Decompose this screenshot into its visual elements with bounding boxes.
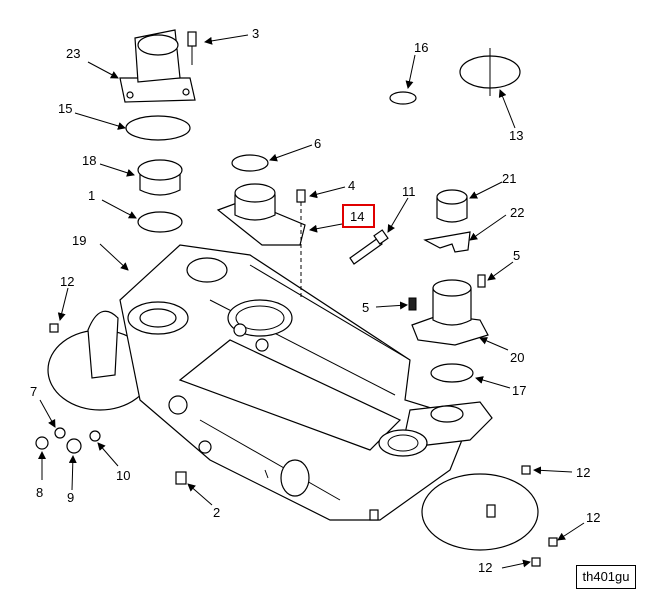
part-21-cap xyxy=(436,189,468,223)
callout-20: 20 xyxy=(510,350,524,365)
part-10-washer xyxy=(89,430,101,442)
callout-12-right-a: 12 xyxy=(576,465,590,480)
part-6-o-ring xyxy=(231,154,269,172)
callout-14-highlight xyxy=(342,204,375,228)
callout-23: 23 xyxy=(66,46,80,61)
part-11-bolt xyxy=(349,229,389,265)
part-12-screw-c xyxy=(548,537,558,547)
part-7-washer xyxy=(54,427,66,439)
part-9-plug xyxy=(66,438,82,454)
callout-17: 17 xyxy=(512,383,526,398)
part-20-flange xyxy=(411,279,489,346)
part-4-bolt xyxy=(296,189,306,300)
part-5-bolt-right xyxy=(477,274,486,288)
callout-4: 4 xyxy=(348,178,355,193)
callout-9: 9 xyxy=(67,490,74,505)
callout-3: 3 xyxy=(252,26,259,41)
part-18-sleeve xyxy=(137,159,183,196)
part-12-screw-a xyxy=(49,323,59,333)
callout-8: 8 xyxy=(36,485,43,500)
part-15-o-ring xyxy=(125,115,191,141)
callout-22: 22 xyxy=(510,205,524,220)
callout-15: 15 xyxy=(58,101,72,116)
part-8-plug xyxy=(35,436,49,450)
callout-11: 11 xyxy=(402,184,416,199)
callout-21: 21 xyxy=(502,171,516,186)
callout-5-right: 5 xyxy=(513,248,520,263)
callout-16: 16 xyxy=(414,40,428,55)
main-housing xyxy=(47,244,539,551)
leader-arrows xyxy=(38,34,585,569)
part-14-flange xyxy=(216,183,306,246)
part-12-screw-d xyxy=(531,557,541,567)
part-16-o-ring xyxy=(389,91,417,105)
callout-18: 18 xyxy=(82,153,96,168)
callout-labels: 3 23 15 18 1 19 12 7 8 9 10 2 6 4 14 11 … xyxy=(30,26,600,575)
callout-5-left: 5 xyxy=(362,300,369,315)
part-1-ring xyxy=(137,211,183,233)
part-2-bolt xyxy=(175,471,187,485)
drawing-code-label: th401gu xyxy=(576,565,636,589)
callout-12-right-b: 12 xyxy=(586,510,600,525)
callout-14: 14 xyxy=(350,209,364,224)
callout-2: 2 xyxy=(213,505,220,520)
part-23-flange xyxy=(119,29,196,103)
callout-19: 19 xyxy=(72,233,86,248)
part-17-o-ring xyxy=(430,363,474,383)
callout-6: 6 xyxy=(314,136,321,151)
part-5-bolt-left xyxy=(408,297,417,311)
callout-12-bottom: 12 xyxy=(478,560,492,575)
callout-12-left: 12 xyxy=(60,274,74,289)
part-22-clip xyxy=(423,231,471,253)
callout-7: 7 xyxy=(30,384,37,399)
callout-13: 13 xyxy=(509,128,523,143)
callout-10: 10 xyxy=(116,468,130,483)
part-3-bolt xyxy=(187,31,197,65)
part-12-screw-b xyxy=(521,465,531,475)
callout-1: 1 xyxy=(88,188,95,203)
